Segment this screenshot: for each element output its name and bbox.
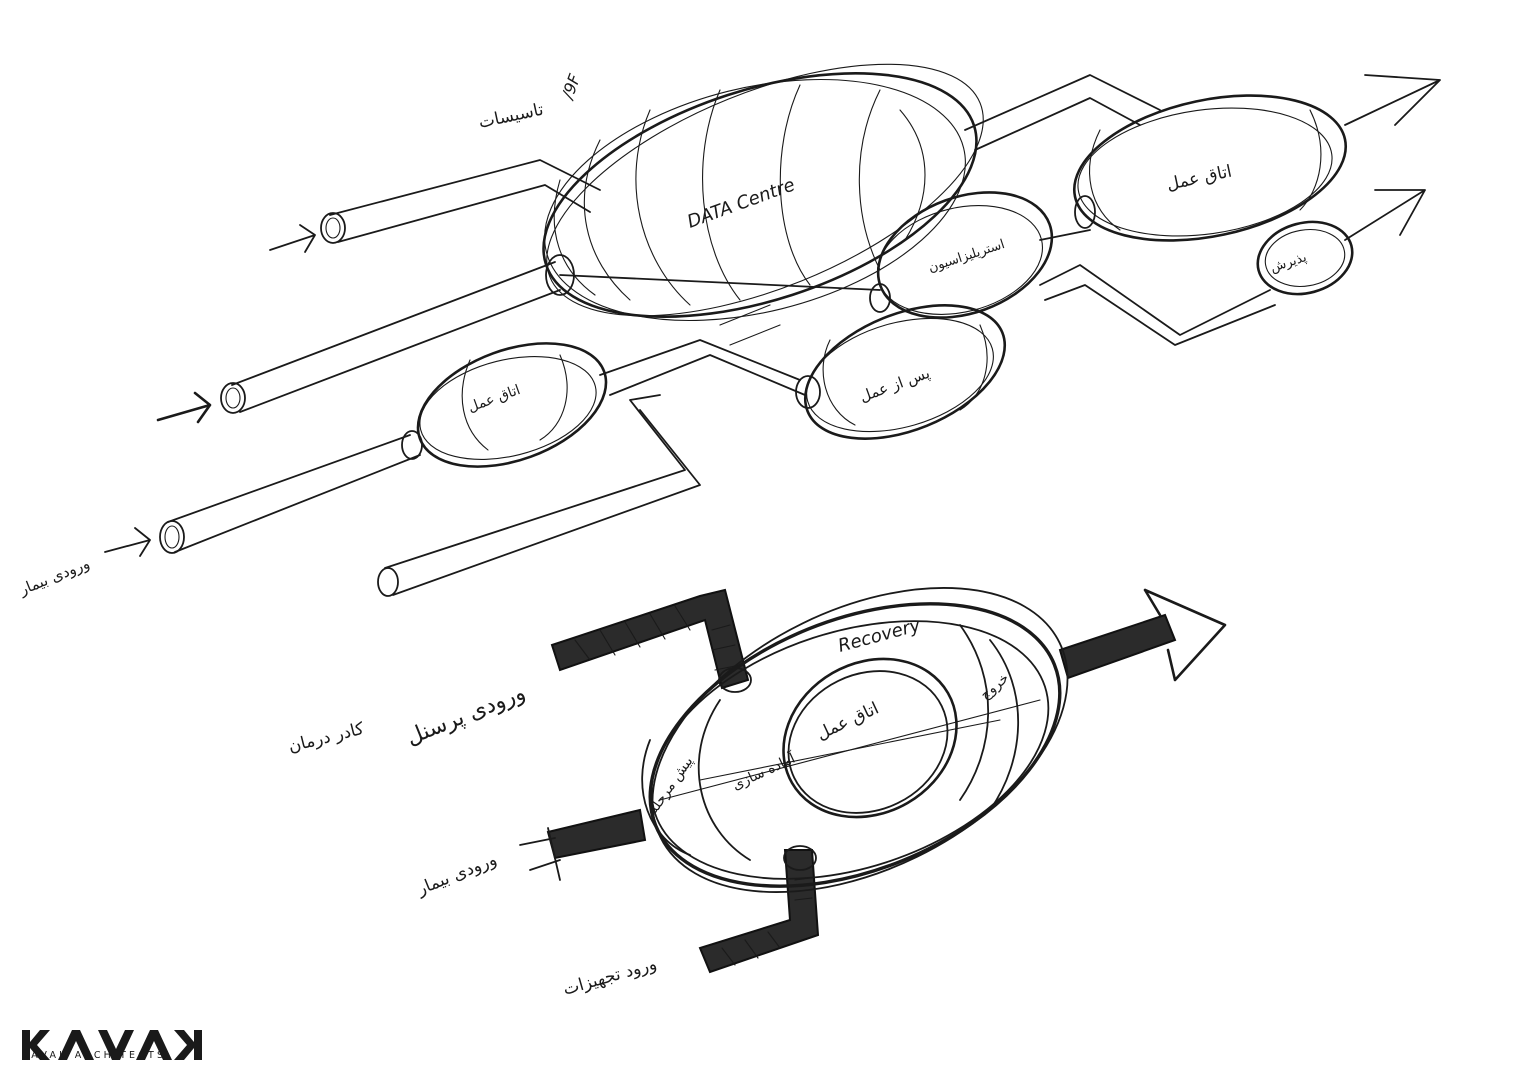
facilities-label: تاسیسات (477, 100, 546, 133)
arrows-top (105, 75, 1440, 556)
staff-entry-note-label: کادر درمان (286, 719, 366, 757)
bottom-diagram: Recovery ورودی پرسنل کادر درمان اتاق عمل… (286, 526, 1225, 1000)
patient-entry-pipe (160, 435, 420, 553)
preparation-label: پیش مرحله (645, 754, 696, 818)
or-room-bottom-label: اتاق عمل (814, 698, 882, 744)
exit-label: خروج (977, 670, 1012, 703)
or-room-top-label: اتاق عمل (1165, 162, 1234, 195)
pre-op-label: آماده سازی (730, 749, 799, 793)
recovery-label: Recovery (836, 615, 923, 657)
patient-entry-top-label: ورودی بیمار (16, 554, 92, 599)
logo-subtitle: KAVAK ARCHITECTS (22, 1050, 166, 1061)
entry-capsule (401, 320, 623, 490)
kavak-logo (22, 1020, 202, 1070)
patient-entry-bottom-label: ورودی بیمار (413, 850, 499, 900)
right-connector (965, 75, 1275, 345)
anesthesia-label: اتاق عمل (466, 382, 523, 416)
staff-entry-label: ورودی پرسنل (403, 680, 529, 750)
facilities-note: /9F (557, 71, 584, 103)
equipment-entry-label: ورود تجهیزات (561, 954, 659, 1000)
facilities-pipe (321, 160, 600, 243)
post-op-label: پس از عمل (857, 364, 932, 407)
patient-entry-pipe-bottom (520, 810, 645, 880)
top-diagram: DATA Centre تاسیسات /9F اتاق عمل استریلی… (16, 12, 1440, 599)
main-capsule-bottom (603, 526, 1116, 954)
staff-entry-pipe (552, 590, 748, 688)
sterilization-label: استریلیزاسیون (927, 237, 1007, 276)
exit-arrow (1060, 590, 1225, 680)
reception-label: پذیرش (1269, 250, 1309, 276)
data-centre-label: DATA Centre (685, 174, 798, 232)
bottom-crank-pipe (378, 395, 700, 596)
